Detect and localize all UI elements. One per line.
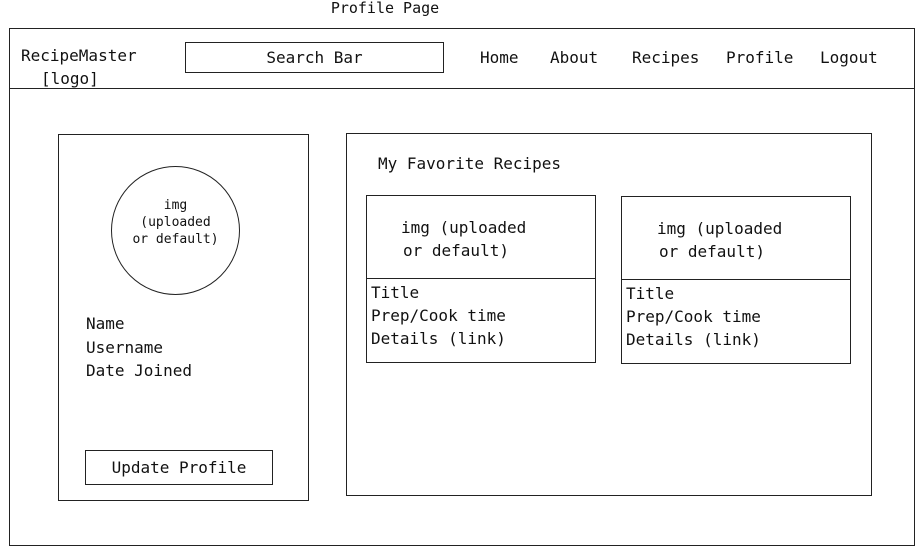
recipe-title: Title [626,284,675,303]
profile-username: Username [86,337,164,357]
recipe-image-line: or default) [659,242,765,261]
search-input[interactable]: Search Bar [185,42,444,73]
favorites-panel [346,133,872,496]
recipe-image-line: or default) [403,241,509,260]
avatar-placeholder-text: img (uploaded or default) [111,197,240,248]
profile-date-joined: Date Joined [86,361,192,380]
nav-home-link[interactable]: Home [480,48,519,67]
recipe-info: Title Prep/Cook time Details (link) [626,282,761,351]
logo[interactable]: RecipeMaster [logo] [21,44,137,90]
recipe-title: Title [371,283,420,302]
profile-info: Name Username Date Joined [86,312,192,383]
nav-recipes-link[interactable]: Recipes [632,48,700,67]
recipe-info: Title Prep/Cook time Details (link) [371,281,506,350]
recipe-card[interactable]: img (uploaded or default) Title Prep/Coo… [366,195,596,363]
recipe-image: img (uploaded or default) [622,197,850,280]
nav-logout-link[interactable]: Logout [820,48,878,67]
nav-profile-link[interactable]: Profile [726,48,794,67]
update-profile-button[interactable]: Update Profile [85,450,273,485]
recipe-image: img (uploaded or default) [367,196,595,279]
recipe-details-link[interactable]: Details (link) [371,329,506,348]
avatar-line: img [163,198,188,213]
header-divider [9,88,915,89]
recipe-card[interactable]: img (uploaded or default) Title Prep/Coo… [621,196,851,364]
recipe-time: Prep/Cook time [371,306,506,325]
favorites-title: My Favorite Recipes [378,154,562,173]
page-frame [9,28,915,546]
profile-name: Name [86,314,125,333]
recipe-image-line: img (uploaded [401,218,527,237]
profile-card [58,134,309,501]
recipe-time: Prep/Cook time [626,307,761,326]
avatar-line: (uploaded [140,215,211,230]
nav-about-link[interactable]: About [550,48,599,67]
logo-name: RecipeMaster [21,46,137,65]
recipe-image-line: img (uploaded [657,219,783,238]
page-title: Profile Page [330,0,440,17]
avatar-line: or default) [132,232,219,247]
recipe-details-link[interactable]: Details (link) [626,330,761,349]
logo-placeholder: [logo] [41,69,99,88]
avatar [111,166,240,295]
